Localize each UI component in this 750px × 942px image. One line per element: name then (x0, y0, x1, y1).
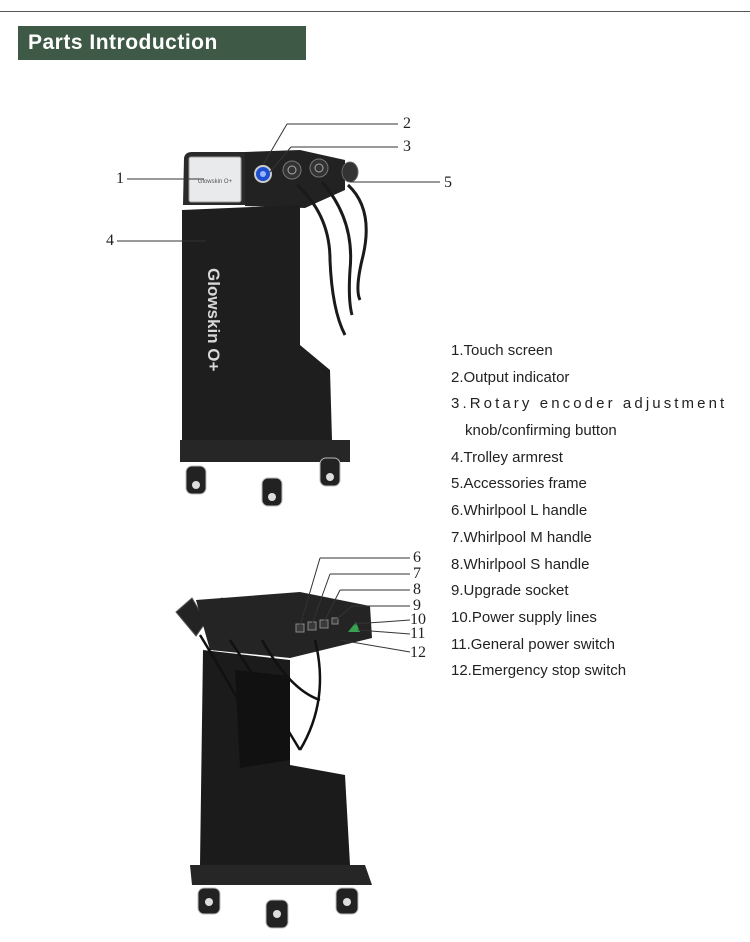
parts-list-item: 3.Rotary encoder adjustment (451, 395, 728, 413)
callout-6: 6 (413, 549, 421, 566)
rear-panel (196, 592, 372, 658)
parts-list-item: 2.Output indicator (451, 368, 570, 386)
parts-list-item: 10.Power supply lines (451, 608, 597, 626)
section-title-banner: Parts Introduction (18, 26, 306, 60)
parts-list-item: 12.Emergency stop switch (451, 662, 627, 680)
parts-list-item: 7.Whirlpool M handle (451, 528, 592, 546)
callout-7: 7 (413, 565, 421, 582)
parts-list-item: 8.Whirlpool S handle (451, 555, 590, 573)
callout-1: 1 (116, 170, 124, 187)
parts-list-item: 4.Trolley armrest (451, 448, 563, 466)
trolley-body (182, 205, 332, 440)
callout-3: 3 (403, 138, 411, 155)
callout-9: 9 (413, 597, 421, 614)
top-divider-line (0, 11, 750, 12)
bottom-leader-lines (299, 557, 411, 653)
screen-logo: Glowskin O+ (198, 179, 233, 185)
callout-8: 8 (413, 581, 421, 598)
machine-rear-view (175, 592, 372, 929)
body-brand-logo: Glowskin O+ (204, 268, 223, 372)
callout-12: 12 (410, 644, 426, 661)
parts-list-item: 9.Upgrade socket (451, 582, 569, 600)
power-switch-indicator (348, 622, 360, 632)
parts-list-item: 1.Touch screen (451, 342, 553, 359)
callout-10: 10 (410, 611, 426, 628)
callout-2: 2 (403, 115, 411, 132)
parts-list-item: 5.Accessories frame (451, 475, 587, 493)
callout-5: 5 (444, 174, 452, 191)
machine-front-view: Glowskin O+ Glowskin O+ (180, 150, 368, 507)
callout-4: 4 (106, 232, 114, 249)
top-leader-lines (117, 123, 440, 242)
callout-11: 11 (410, 625, 426, 642)
parts-list-item: knob/confirming button (465, 422, 617, 440)
parts-list-item: 6.Whirlpool L handle (451, 502, 588, 520)
accessories-frame (282, 158, 359, 183)
parts-list-item: 11.General power switch (451, 635, 615, 653)
parts-list: 1.Touch screen 2.Output indicator 3.Rota… (451, 338, 731, 685)
